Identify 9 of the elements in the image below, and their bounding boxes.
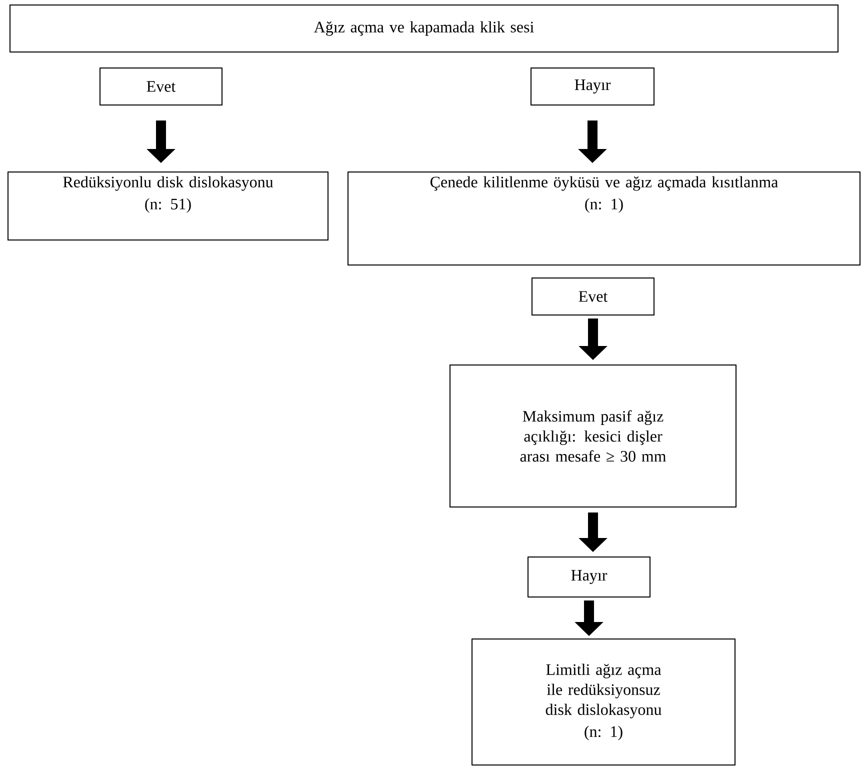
process-box: Redüksiyonlu disk dislokasyonu (n: 51) — [8, 172, 328, 240]
process-box: Ağız açma ve kapamada klik sesi — [10, 4, 838, 52]
process-box: Hayır — [528, 556, 650, 598]
process-box: Çenede kilitlenme öyküsü ve ağız açmada kısıtlanma (n: 1) — [348, 172, 860, 266]
process-box: Evet — [532, 278, 654, 316]
process-box: Limitli ağız açma ile redüksiyonsuz disk dislokasyonu (n: 1) — [472, 638, 736, 766]
process-box: Hayır — [530, 68, 654, 106]
process-box: Maksimum pasif ağız açıklığı: kesici dişler arası mesafe ≥ 30 mm — [450, 364, 736, 508]
process-box: Evet — [100, 68, 222, 106]
